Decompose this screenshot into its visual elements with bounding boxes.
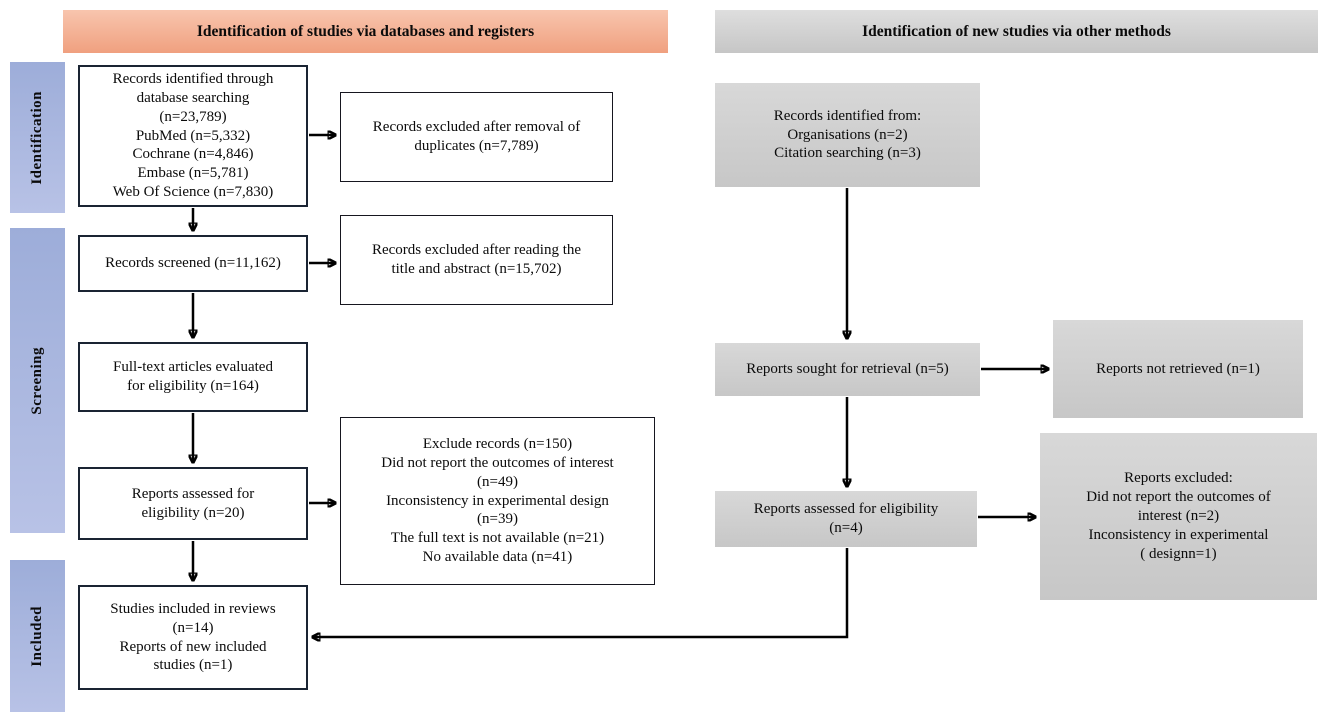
node-reports-sought: Reports sought for retrieval (n=5) xyxy=(715,343,980,396)
node-reports-assessed: Reports assessed for eligibility (n=20) xyxy=(78,467,308,540)
node-duplicates-excluded: Records excluded after removal of duplic… xyxy=(340,92,613,182)
node-other-reports-assessed: Reports assessed for eligibility (n=4) xyxy=(715,491,977,547)
phase-screening: Screening xyxy=(10,228,65,533)
phase-identification-label: Identification xyxy=(29,90,45,185)
node-reports-not-retrieved: Reports not retrieved (n=1) xyxy=(1053,320,1303,418)
node-exclude-records: Exclude records (n=150) Did not report t… xyxy=(340,417,655,585)
node-other-reports-excluded: Reports excluded: Did not report the out… xyxy=(1040,433,1317,600)
node-records-screened: Records screened (n=11,162) xyxy=(78,235,308,292)
node-studies-included: Studies included in reviews (n=14) Repor… xyxy=(78,585,308,690)
node-records-identified-other: Records identified from: Organisations (… xyxy=(715,83,980,187)
node-records-identified-databases: Records identified through database sear… xyxy=(78,65,308,207)
phase-identification: Identification xyxy=(10,62,65,213)
header-other-methods-label: Identification of new studies via other … xyxy=(862,22,1171,40)
header-other-methods: Identification of new studies via other … xyxy=(715,10,1318,53)
phase-included-label: Included xyxy=(29,605,45,667)
node-fulltext-evaluated: Full-text articles evaluated for eligibi… xyxy=(78,342,308,412)
phase-screening-label: Screening xyxy=(29,346,45,415)
header-databases-registers-label: Identification of studies via databases … xyxy=(196,22,535,40)
phase-included: Included xyxy=(10,560,65,712)
node-title-abstract-excluded: Records excluded after reading the title… xyxy=(340,215,613,305)
header-databases-registers: Identification of studies via databases … xyxy=(63,10,668,53)
